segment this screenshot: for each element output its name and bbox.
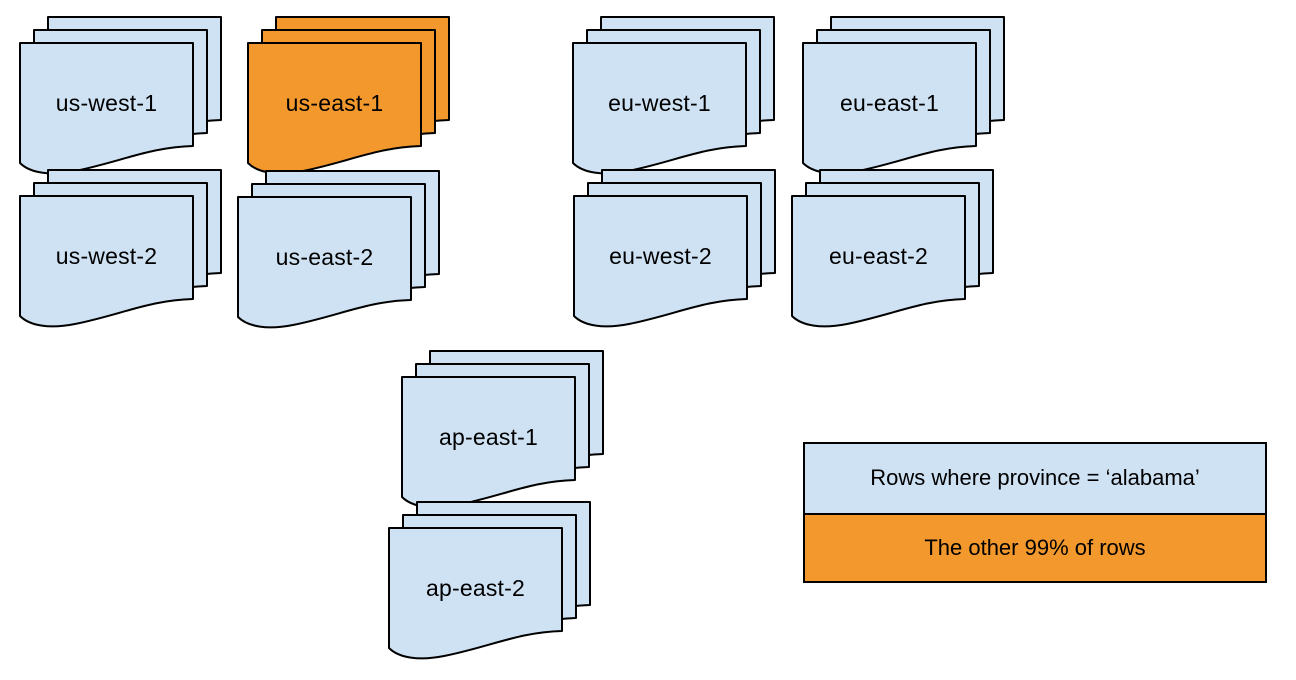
document-page-front bbox=[19, 42, 194, 175]
region-stack-eu-east-1: eu-east-1 bbox=[802, 16, 1005, 177]
legend-item-alabama-rows: Rows where province = ‘alabama’ bbox=[805, 444, 1265, 513]
document-page-front bbox=[247, 42, 422, 175]
document-stack-icon bbox=[388, 501, 591, 660]
document-page-front bbox=[19, 195, 194, 328]
region-stack-ap-east-1: ap-east-1 bbox=[401, 350, 604, 511]
legend-item-label: The other 99% of rows bbox=[924, 534, 1146, 560]
document-page-front bbox=[573, 195, 748, 328]
region-stack-eu-east-2: eu-east-2 bbox=[791, 169, 994, 330]
region-stack-ap-east-2: ap-east-2 bbox=[388, 501, 591, 662]
document-stack-icon bbox=[19, 169, 222, 328]
document-page-front bbox=[388, 527, 563, 660]
document-stack-icon bbox=[573, 169, 776, 328]
document-stack-icon bbox=[802, 16, 1005, 175]
document-page-front bbox=[401, 376, 576, 509]
legend-item-label: Rows where province = ‘alabama’ bbox=[870, 465, 1200, 491]
document-stack-icon bbox=[247, 16, 450, 175]
document-page-front bbox=[572, 42, 747, 175]
region-stack-us-west-2: us-west-2 bbox=[19, 169, 222, 330]
document-stack-icon bbox=[572, 16, 775, 175]
legend-item-other-rows: The other 99% of rows bbox=[805, 512, 1265, 581]
document-page-front bbox=[791, 195, 966, 328]
document-stack-icon bbox=[401, 350, 604, 509]
region-stack-us-east-2: us-east-2 bbox=[237, 170, 440, 331]
region-stack-eu-west-2: eu-west-2 bbox=[573, 169, 776, 330]
document-stack-icon bbox=[19, 16, 222, 175]
document-stack-icon bbox=[791, 169, 994, 328]
region-stack-eu-west-1: eu-west-1 bbox=[572, 16, 775, 177]
document-page-front bbox=[237, 196, 412, 329]
legend: Rows where province = ‘alabama’ The othe… bbox=[803, 442, 1267, 583]
document-stack-icon bbox=[237, 170, 440, 329]
region-stack-us-west-1: us-west-1 bbox=[19, 16, 222, 177]
document-page-front bbox=[802, 42, 977, 175]
region-stack-us-east-1: us-east-1 bbox=[247, 16, 450, 177]
